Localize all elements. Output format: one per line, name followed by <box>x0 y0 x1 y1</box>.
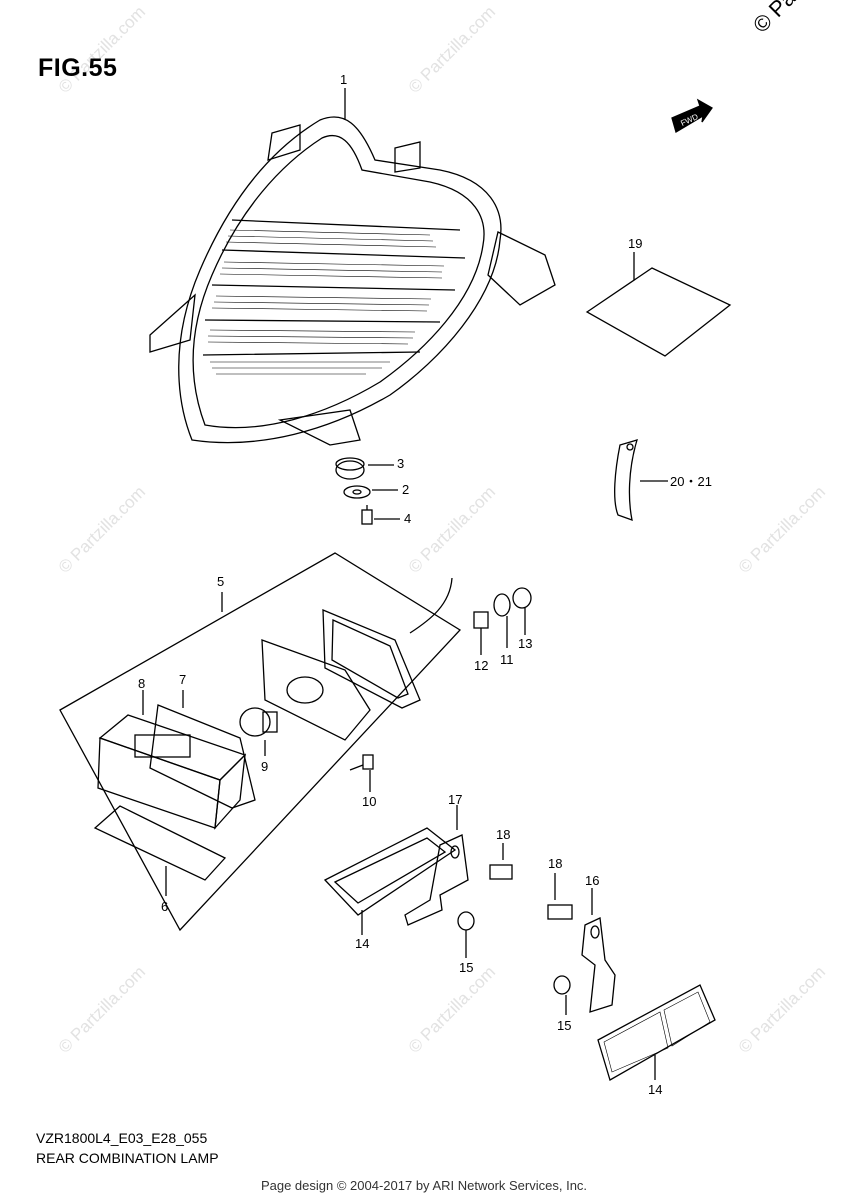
lamp-base <box>261 639 371 741</box>
callout-17: 17 <box>448 792 462 807</box>
bolt <box>547 904 573 920</box>
model-code: VZR1800L4_E03_E28_055 <box>36 1130 208 1146</box>
callout-18: 18 <box>496 827 510 842</box>
nut <box>457 911 475 931</box>
callout-14: 14 <box>648 1082 662 1097</box>
nut <box>512 587 532 609</box>
screw <box>361 505 373 525</box>
callout-3: 3 <box>397 456 404 471</box>
assembly-outline <box>59 552 462 932</box>
reflector-bracket <box>581 917 616 1013</box>
callout-6: 6 <box>161 899 168 914</box>
callout-11: 11 <box>500 652 514 667</box>
reflector-gasket <box>323 827 457 916</box>
callout-2: 2 <box>402 482 409 497</box>
screw <box>349 754 374 771</box>
tail-lamp-housing <box>149 116 556 446</box>
callout-7: 7 <box>179 672 186 687</box>
bolt <box>489 864 513 880</box>
callout-16: 16 <box>585 873 599 888</box>
lens-plate <box>93 805 227 881</box>
lens-cover <box>97 714 247 830</box>
callout-9: 9 <box>261 759 268 774</box>
callout-10: 10 <box>362 794 376 809</box>
fwd-arrow-icon: FWD <box>671 98 713 133</box>
reflector <box>597 984 716 1081</box>
lamp-bulb <box>239 707 278 737</box>
nut <box>553 975 571 995</box>
callout-13: 13 <box>518 636 532 651</box>
callout-20-21: 20・21 <box>670 474 712 489</box>
figure-title: FIG.55 <box>38 54 118 82</box>
callout-8: 8 <box>138 676 145 691</box>
collar <box>473 611 489 629</box>
reflector-sheet <box>585 267 732 357</box>
callout-15: 15 <box>557 1018 571 1033</box>
lamp-gasket <box>322 609 421 709</box>
callout-18: 18 <box>548 856 562 871</box>
callout-14: 14 <box>355 936 369 951</box>
page-footer: Page design © 2004-2017 by ARI Network S… <box>260 1178 588 1193</box>
callout-12: 12 <box>474 658 488 673</box>
washer <box>343 485 371 499</box>
strap <box>614 439 638 521</box>
callout-15: 15 <box>459 960 473 975</box>
section-name: REAR COMBINATION LAMP <box>36 1150 219 1166</box>
callout-4: 4 <box>404 511 411 526</box>
reflector-bracket <box>404 834 469 926</box>
grommet <box>335 457 365 480</box>
callout-19: 19 <box>628 236 642 251</box>
washer <box>493 593 511 617</box>
callout-5: 5 <box>217 574 224 589</box>
callout-1: 1 <box>340 72 347 87</box>
